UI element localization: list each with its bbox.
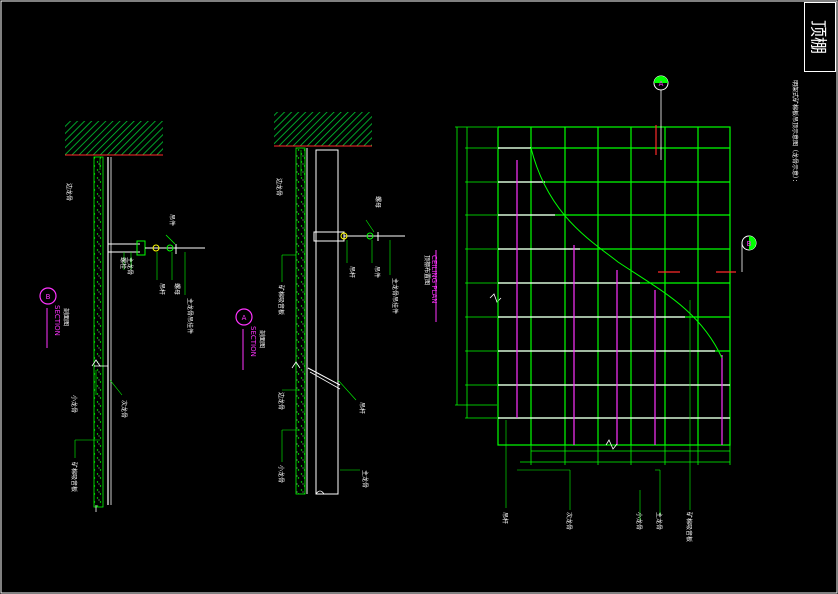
plan-label-leaders <box>505 300 691 520</box>
plan-label-main-keel: 主龙骨 <box>655 512 663 530</box>
plan-title-en: CEILING PLAN <box>430 255 438 304</box>
section-b-label-mineral-board: 矿棉吸音板 <box>70 462 78 492</box>
plan-secondary-keels <box>516 160 723 445</box>
section-b-marker <box>39 287 57 305</box>
section-b-wall <box>93 156 104 508</box>
section-a-label-edge-keel: 边龙骨 <box>275 178 283 196</box>
section-b-detail: B SECTION 剖面图 边龙骨 主龙骨 螺栓 吊杆 螺母 吊件 主龙骨吊挂件… <box>39 121 205 512</box>
section-b-label-edge-keel: 边龙骨 <box>65 183 73 201</box>
section-a-label-hanger: 吊杆 <box>348 266 356 278</box>
section-a-label-mineral-board: 矿棉吸音板 <box>277 285 285 315</box>
section-b-label-hanger: 吊件 <box>168 214 176 226</box>
section-a-detail: A SECTION 剖面图 边龙骨 矿棉吸音板 螺母 吊杆 吊件 主龙骨吊挂件 … <box>235 112 405 495</box>
section-a-label-nut: 螺母 <box>374 196 382 208</box>
section-a-title-cn: 剖面图 <box>258 330 266 348</box>
section-a-label-main-keel: 主龙骨 <box>361 470 369 488</box>
section-b-label-bolt: 螺栓 <box>119 257 127 269</box>
section-a-slab <box>274 112 372 146</box>
section-a-label-hanger-part: 吊件 <box>373 266 381 278</box>
section-b-label-small-keel: 小龙骨 <box>70 395 78 413</box>
section-b-marker-label: B <box>46 293 51 301</box>
section-b-label-nut: 螺母 <box>173 283 181 295</box>
plan-note: 明架式矿棉板吊顶示意图（龙骨示意）： <box>791 80 799 185</box>
plan-label-mineral-board: 矿棉吸音板 <box>685 512 693 542</box>
plan-cut-curve <box>530 147 723 359</box>
section-b-label-secondary-keel: 次龙骨 <box>120 400 128 418</box>
section-a-label-edge-keel-lower: 边龙骨 <box>277 392 285 410</box>
plan-section-a-marker-label: A <box>659 80 664 88</box>
plan-main-keels <box>498 147 730 419</box>
section-a-title-en: SECTION <box>249 326 257 357</box>
section-a-label-hanger-rod: 吊杆 <box>358 402 366 414</box>
plan-title-cn: 顶棚布置图 <box>423 255 431 285</box>
section-a-marker-label: A <box>242 314 247 322</box>
plan-left-dim-ticks <box>455 126 497 419</box>
section-a-label-main-keel-hanger: 主龙骨吊挂件 <box>391 278 399 314</box>
plan-label-hanger: 吊杆 <box>501 512 509 524</box>
section-a-label-small-keel: 小龙骨 <box>277 465 285 483</box>
plan-grid-vertical <box>530 127 699 445</box>
plan-bottom-dim-ticks <box>530 445 731 465</box>
section-b-title-en: SECTION <box>53 305 61 336</box>
section-a-marker <box>235 308 253 326</box>
section-a-wall <box>295 147 306 495</box>
section-b-slab <box>65 121 163 155</box>
plan-label-secondary-keel: 次龙骨 <box>565 512 573 530</box>
plan-label-small-keel: 小龙骨 <box>635 512 643 530</box>
ceiling-plan: CEILING PLAN 顶棚布置图 明架式矿棉板吊顶示意图（龙骨示意）： <box>423 75 799 542</box>
section-b-label-main-keel: 主龙骨 <box>126 257 134 275</box>
sheet-title-box: 顶棚 <box>804 2 836 72</box>
section-b-label-main-keel-hanger: 主龙骨吊挂件 <box>186 298 194 334</box>
section-b-label-hanger-rod: 吊杆 <box>158 283 166 295</box>
plan-section-b-marker-label: B <box>747 240 752 248</box>
sheet-title: 顶棚 <box>807 20 828 54</box>
section-b-title-cn: 剖面图 <box>62 308 70 326</box>
